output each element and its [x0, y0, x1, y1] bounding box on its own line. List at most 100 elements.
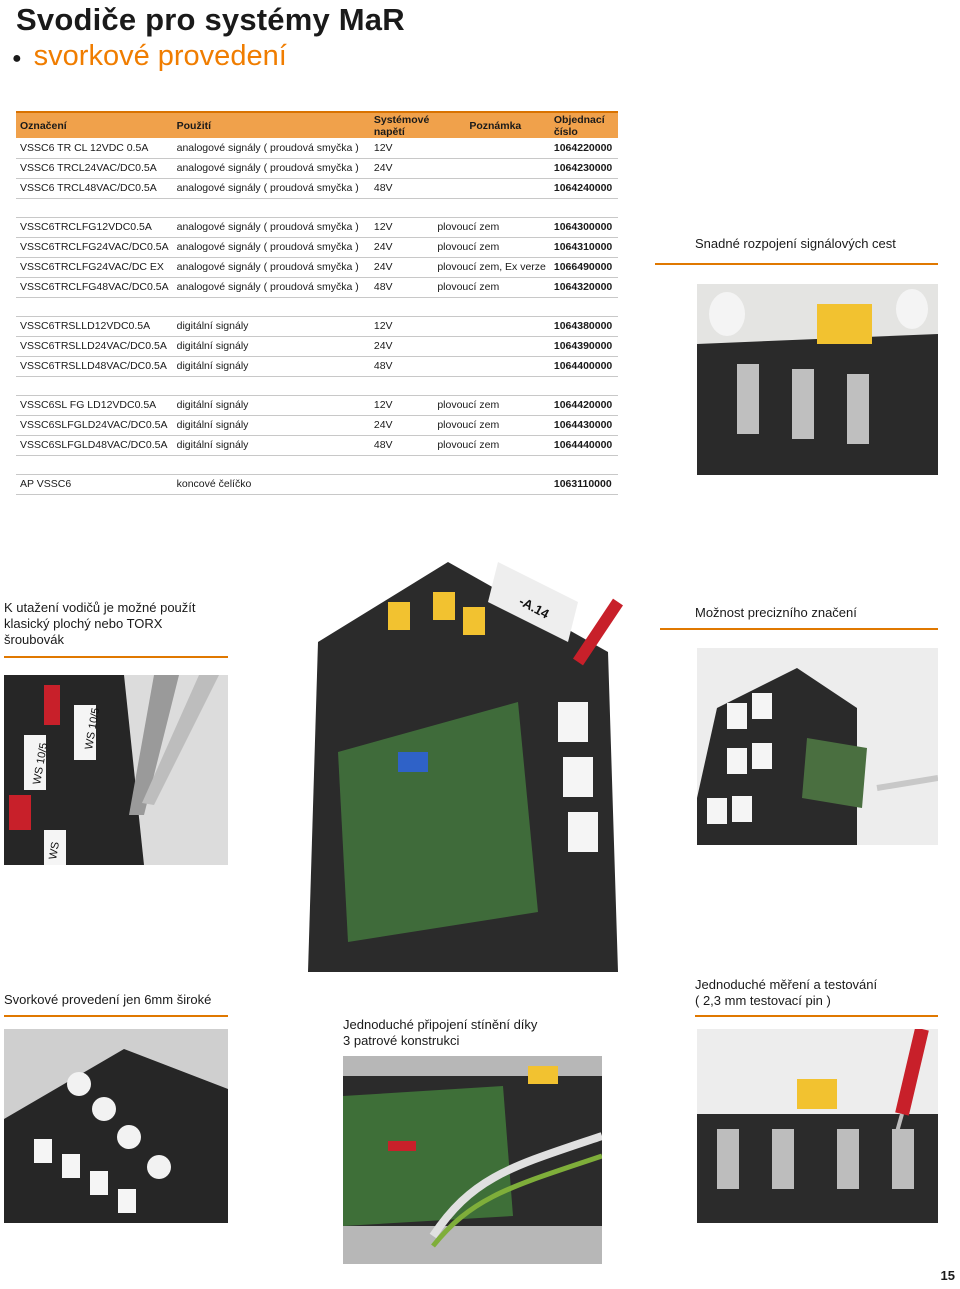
cell-poznamka — [433, 178, 550, 199]
cell-objednaci-cislo: 1066490000 — [549, 257, 618, 278]
spacer-cell — [549, 297, 618, 317]
spacer-cell — [172, 455, 368, 475]
cell-napeti: 12V — [367, 217, 434, 238]
spacer-cell — [172, 297, 368, 317]
spacer-cell — [16, 376, 173, 396]
callout-underline — [4, 656, 228, 658]
cell-oznaceni: VSSC6TRSLLD24VAC/DC0.5A — [16, 336, 173, 357]
callout-sirka: Svorkové provedení jen 6mm široké — [4, 992, 211, 1008]
cell-napeti: 12V — [367, 395, 434, 416]
cell-pouziti: analogové signály ( proudová smyčka ) — [172, 158, 368, 179]
spacer-cell — [549, 198, 618, 218]
cell-oznaceni: AP VSSC6 — [16, 474, 173, 495]
cell-pouziti: digitální signály — [172, 356, 368, 377]
cell-napeti: 24V — [367, 158, 434, 179]
col-header-poznamka: Poznámka — [433, 111, 550, 138]
cell-napeti: 12V — [367, 138, 434, 159]
cell-poznamka — [433, 336, 550, 357]
cell-napeti: 48V — [367, 178, 434, 199]
cell-oznaceni: VSSC6SLFGLD48VAC/DC0.5A — [16, 435, 173, 456]
cell-oznaceni: VSSC6TRCLFG24VAC/DC EX — [16, 257, 173, 278]
cell-objednaci-cislo: 1063110000 — [549, 474, 618, 495]
callout-text: šroubovák — [4, 632, 64, 647]
cell-poznamka: plovoucí zem — [433, 277, 550, 298]
callout-text: Možnost precizního značení — [695, 605, 857, 620]
cell-poznamka: plovoucí zem — [433, 217, 550, 238]
callout-underline — [660, 628, 938, 630]
cell-oznaceni: VSSC6TRCLFG12VDC0.5A — [16, 217, 173, 238]
table-header-row: Označení Použití Systémové napětí Poznám… — [16, 111, 618, 138]
cell-pouziti: analogové signály ( proudová smyčka ) — [172, 178, 368, 199]
callout-text: K utažení vodičů je možné použít — [4, 600, 196, 615]
callout-snadne-rozpojeni: Snadné rozpojení signálových cest — [695, 236, 896, 252]
cell-pouziti: digitální signály — [172, 415, 368, 436]
cell-poznamka: plovoucí zem, Ex verze — [433, 257, 550, 278]
callout-text: Svorkové provedení jen 6mm široké — [4, 992, 212, 1007]
cell-napeti: 24V — [367, 415, 434, 436]
spacer-cell — [367, 376, 434, 396]
callout-znaceni: Možnost precizního značení — [695, 605, 857, 621]
photo-screwdriver: WS 10/5 WS 10/5 WS — [4, 675, 228, 865]
cell-pouziti: digitální signály — [172, 336, 368, 357]
photo-disconnect-detail — [697, 284, 938, 475]
cell-objednaci-cislo: 1064380000 — [549, 316, 618, 337]
cell-objednaci-cislo: 1064220000 — [549, 138, 618, 159]
callout-text: klasický plochý nebo TORX — [4, 616, 163, 631]
marker-label: WS — [47, 841, 62, 861]
callout-underline — [695, 1015, 938, 1017]
cell-pouziti: digitální signály — [172, 316, 368, 337]
cell-napeti: 48V — [367, 277, 434, 298]
cell-objednaci-cislo: 1064440000 — [549, 435, 618, 456]
cell-oznaceni: VSSC6 TRCL24VAC/DC0.5A — [16, 158, 173, 179]
cell-oznaceni: VSSC6 TR CL 12VDC 0.5A — [16, 138, 173, 159]
cell-objednaci-cislo: 1064240000 — [549, 178, 618, 199]
cell-poznamka — [433, 138, 550, 159]
photo-labeled-terminals — [697, 648, 938, 845]
photo-main-product: -A.14 — [278, 532, 650, 982]
spacer-cell — [172, 376, 368, 396]
cell-objednaci-cislo: 1064320000 — [549, 277, 618, 298]
page-number: 15 — [940, 1268, 955, 1283]
cell-objednaci-cislo: 1064400000 — [549, 356, 618, 377]
table-group-spacer — [16, 198, 618, 218]
callout-stineni: Jednoduché připojení stínění díky 3 patr… — [343, 1017, 537, 1049]
cell-pouziti: digitální signály — [172, 395, 368, 416]
page-title: Svodiče pro systémy MaR — [16, 2, 405, 37]
cell-objednaci-cislo: 1064300000 — [549, 217, 618, 238]
callout-text: Snadné rozpojení signálových cest — [695, 236, 896, 251]
callout-text: 3 patrové konstrukci — [343, 1033, 460, 1048]
cell-objednaci-cislo: 1064420000 — [549, 395, 618, 416]
cell-napeti: 24V — [367, 257, 434, 278]
col-header-pouziti: Použití — [172, 111, 368, 138]
cell-pouziti: analogové signály ( proudová smyčka ) — [172, 257, 368, 278]
cell-objednaci-cislo: 1064390000 — [549, 336, 618, 357]
cell-oznaceni: VSSC6TRCLFG24VAC/DC0.5A — [16, 237, 173, 258]
cell-oznaceni: VSSC6TRSLLD48VAC/DC0.5A — [16, 356, 173, 377]
callout-underline — [655, 263, 938, 265]
spacer-cell — [433, 297, 550, 317]
cell-poznamka: plovoucí zem — [433, 395, 550, 416]
cell-poznamka — [433, 158, 550, 179]
callout-utazeni: K utažení vodičů je možné použít klasick… — [4, 600, 196, 648]
cell-objednaci-cislo: 1064430000 — [549, 415, 618, 436]
product-table: Označení Použití Systémové napětí Poznám… — [16, 111, 618, 495]
cell-pouziti: analogové signály ( proudová smyčka ) — [172, 277, 368, 298]
col-header-objednaci-cislo: Objednací číslo — [549, 111, 618, 138]
callout-mereni: Jednoduché měření a testování ( 2,3 mm t… — [695, 977, 877, 1009]
table-group-spacer — [16, 455, 618, 475]
photo-6mm-terminals — [4, 1029, 228, 1223]
cell-oznaceni: VSSC6TRCLFG48VAC/DC0.5A — [16, 277, 173, 298]
spacer-cell — [367, 455, 434, 475]
cell-oznaceni: VSSC6 TRCL48VAC/DC0.5A — [16, 178, 173, 199]
cell-poznamka — [433, 474, 550, 495]
spacer-cell — [16, 198, 173, 218]
